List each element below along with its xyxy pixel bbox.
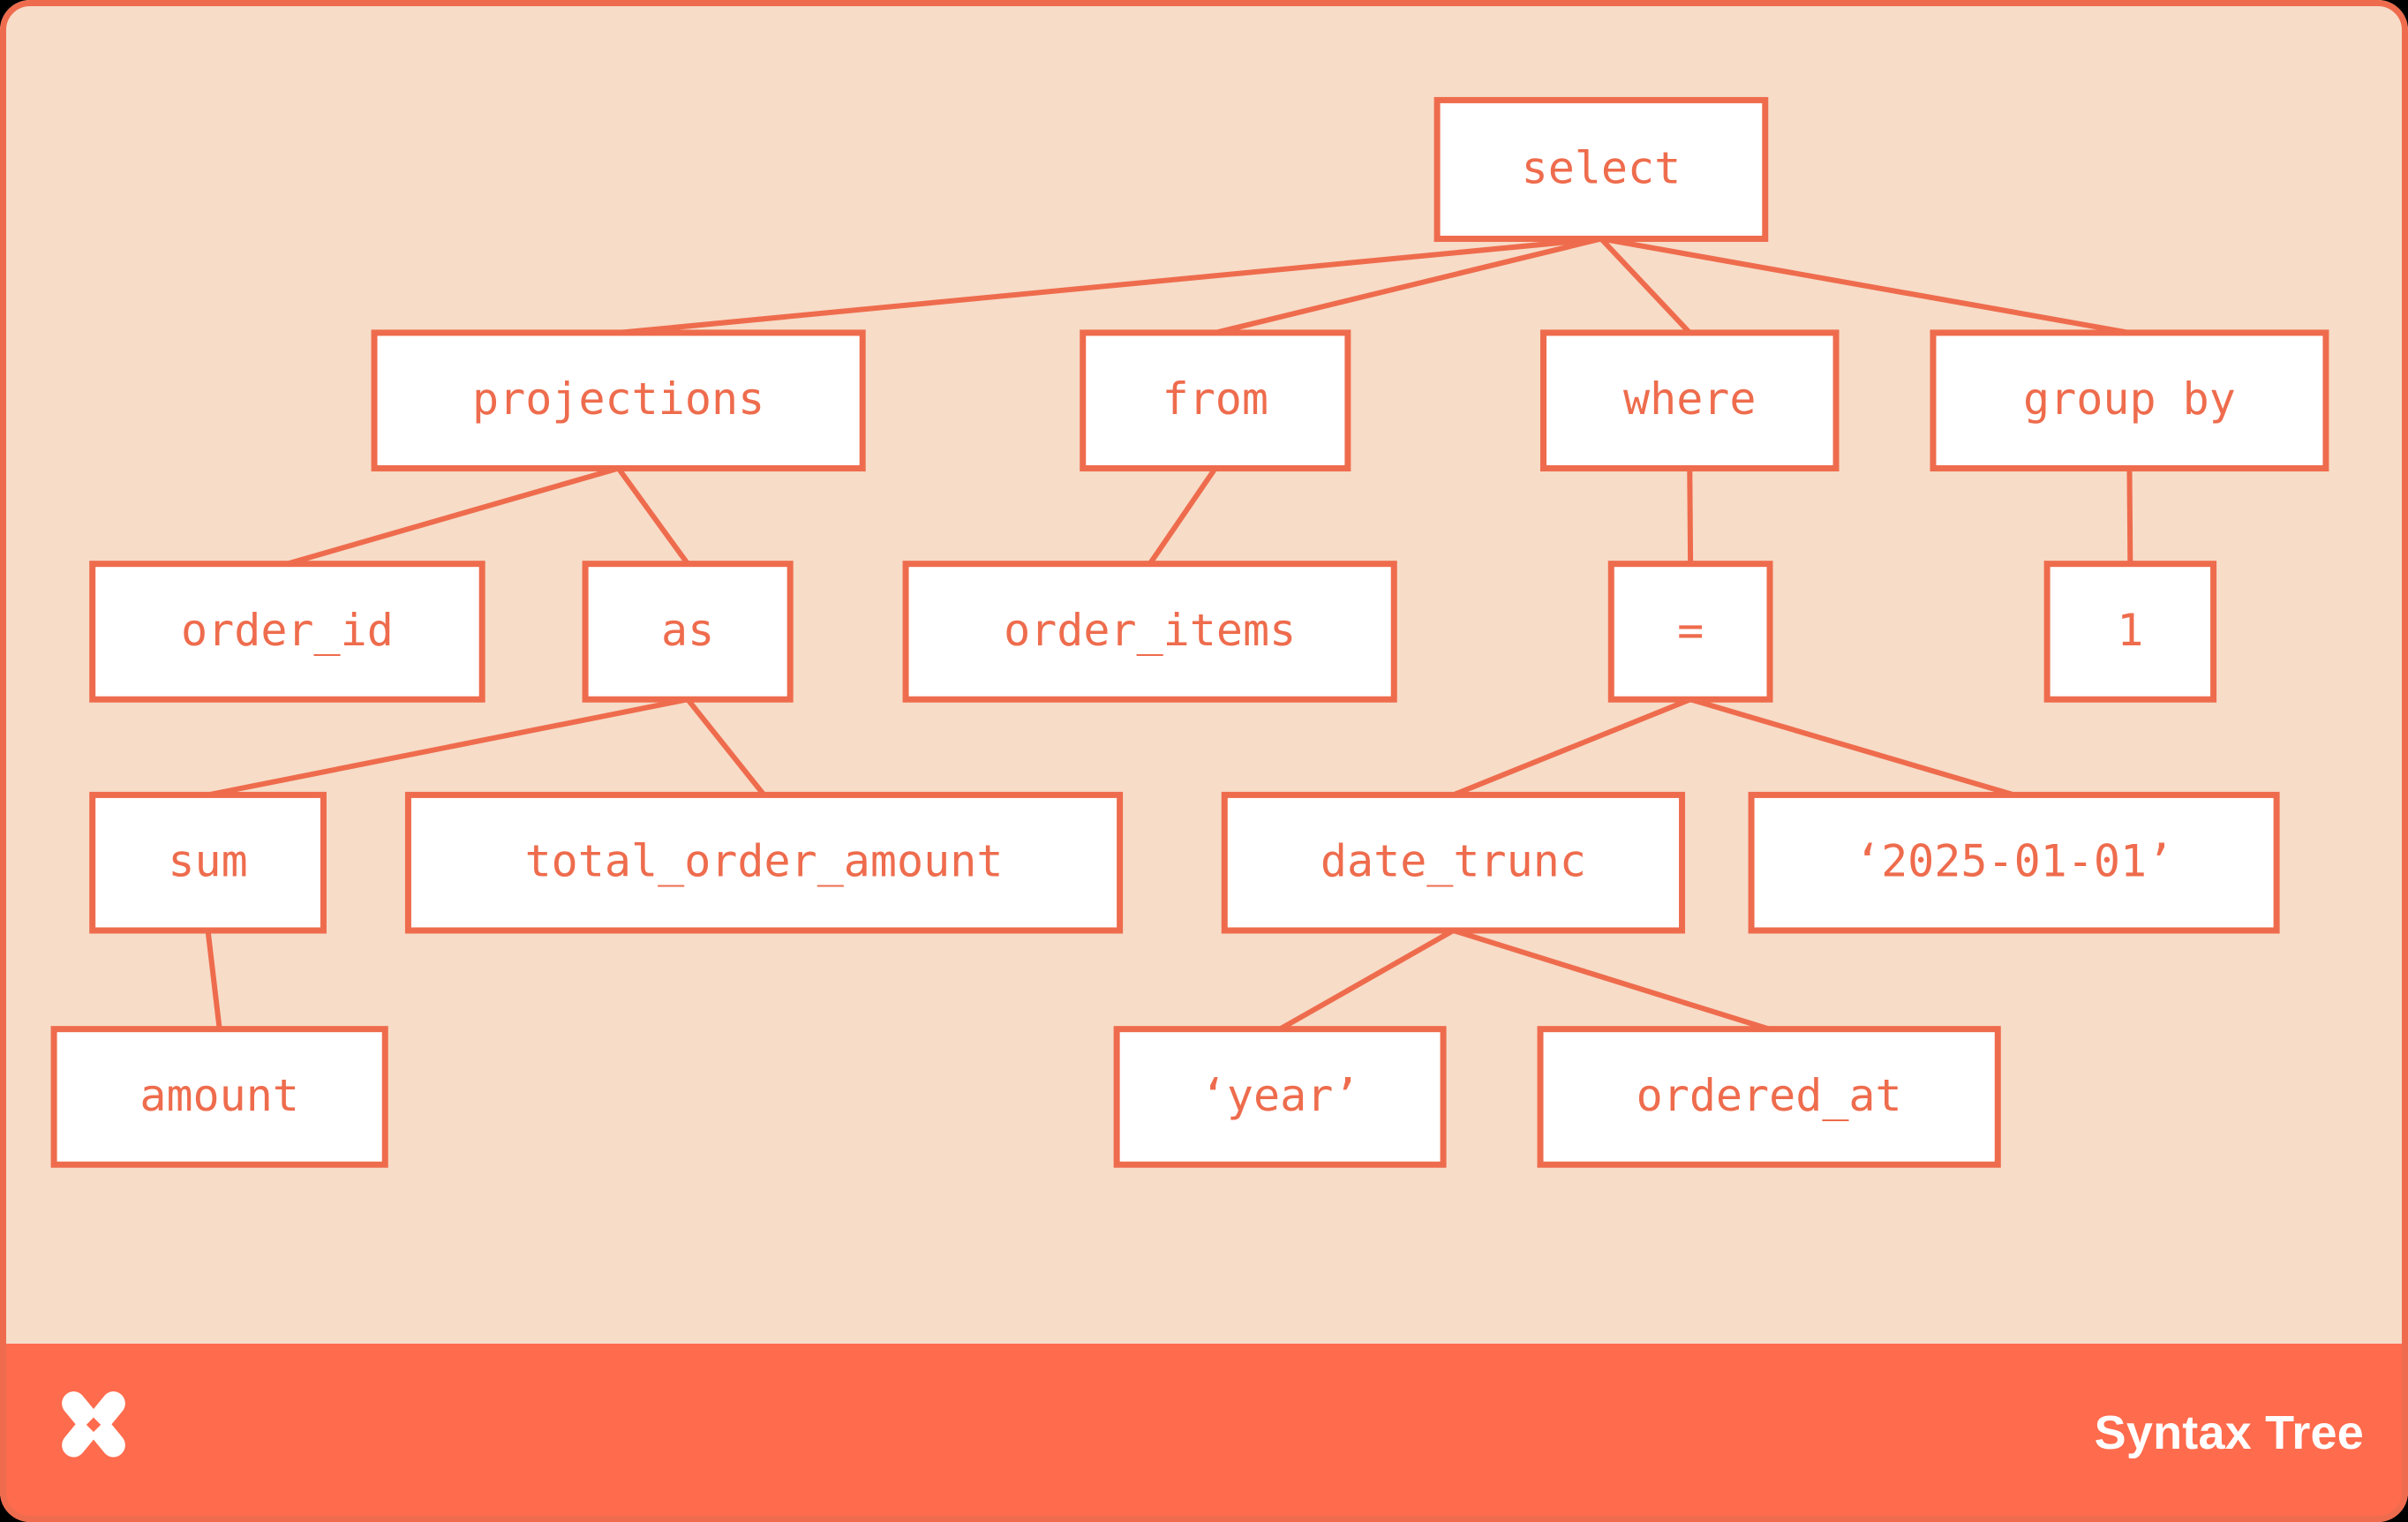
tree-node-select[interactable]: select [1434, 96, 1769, 242]
tree-node-ordered_at[interactable]: ordered_at [1537, 1026, 2001, 1168]
tree-node-projections[interactable]: projections [371, 329, 866, 471]
nodes-layer: select projections from where group by order_… [50, 96, 2329, 1168]
tree-node-from[interactable]: from [1080, 329, 1351, 471]
tree-node-date_lit[interactable]: ‘2025-01-01’ [1748, 791, 2280, 934]
tree-node-box [902, 561, 1397, 703]
tree-node-as[interactable]: as [582, 561, 794, 703]
tree-node-where[interactable]: where [1539, 329, 1840, 471]
tree-node-box [50, 1026, 388, 1168]
tree-edge [1215, 236, 1602, 335]
tree-node-box [1221, 791, 1686, 934]
edges-layer [205, 236, 2133, 1032]
tree-edge [1599, 237, 1692, 335]
tree-node-box [582, 561, 794, 703]
tree-node-label: date_trunc [1321, 836, 1586, 887]
tree-node-label: projections [472, 373, 764, 425]
tree-node-label: amount [139, 1070, 299, 1121]
tree-edge [685, 697, 766, 797]
tree-node-amount[interactable]: amount [50, 1026, 388, 1168]
tree-node-box [2043, 561, 2217, 703]
tree-node-box [371, 329, 866, 471]
tree-node-label: order_id [181, 605, 394, 656]
tree-node-box [1434, 96, 1769, 242]
tree-node-year_lit[interactable]: ‘year’ [1113, 1026, 1447, 1168]
tree-edge [1687, 468, 1694, 564]
tree-node-order_id[interactable]: order_id [89, 561, 485, 703]
tree-edge [618, 236, 1602, 335]
tree-node-label: select [1522, 142, 1682, 193]
tree-node-box [1539, 329, 1840, 471]
tree-node-label: order_items [1004, 605, 1296, 656]
tree-node-box [1607, 561, 1773, 703]
tree-node-box [89, 561, 485, 703]
tree-node-box [1748, 791, 2280, 934]
tree-node-total_amount[interactable]: total_order_amount [404, 791, 1124, 934]
tree-edge [1452, 928, 1771, 1032]
tree-node-label: as [661, 605, 714, 656]
tree-node-label: ‘2025-01-01’ [1855, 836, 2173, 887]
tree-edge [1148, 466, 1218, 566]
x-star-logo-icon [62, 1391, 125, 1458]
tree-node-label: total_order_amount [525, 836, 1004, 887]
tree-edge [1278, 928, 1455, 1032]
tree-edge [616, 466, 690, 566]
tree-node-group_by[interactable]: group by [1930, 329, 2329, 471]
tree-edge [1689, 697, 2015, 798]
tree-edge [2126, 468, 2133, 564]
tree-node-label: group by [2023, 373, 2236, 425]
tree-edge [205, 930, 222, 1030]
tree-node-sum[interactable]: sum [89, 791, 327, 934]
tree-node-box [89, 791, 327, 934]
tree-node-box [404, 791, 1124, 934]
tree-node-one[interactable]: 1 [2043, 561, 2217, 703]
tree-node-label: ordered_at [1637, 1070, 1902, 1121]
footer-bar: Syntax Tree [0, 1344, 2408, 1522]
tree-edge [286, 465, 620, 567]
tree-node-label: 1 [2117, 605, 2143, 656]
tree-node-eq[interactable]: = [1607, 561, 1773, 703]
tree-edge [1452, 697, 1692, 798]
tree-node-label: where [1623, 373, 1757, 425]
tree-node-box [1080, 329, 1351, 471]
tree-node-label: sum [168, 836, 247, 887]
tree-node-label: from [1163, 373, 1268, 425]
tree-node-order_items[interactable]: order_items [902, 561, 1397, 703]
tree-node-date_trunc[interactable]: date_trunc [1221, 791, 1686, 934]
tree-edge [1600, 236, 2130, 335]
tree-node-box [1537, 1026, 2001, 1168]
tree-node-box [1930, 329, 2329, 471]
syntax-tree-canvas: select projections from where group by order_… [50, 96, 2329, 1168]
tree-edge [207, 697, 689, 798]
page-title: Syntax Tree [2094, 1406, 2364, 1459]
tree-node-box [1113, 1026, 1447, 1168]
tree-node-label: = [1677, 605, 1704, 656]
tree-node-label: ‘year’ [1200, 1070, 1360, 1121]
